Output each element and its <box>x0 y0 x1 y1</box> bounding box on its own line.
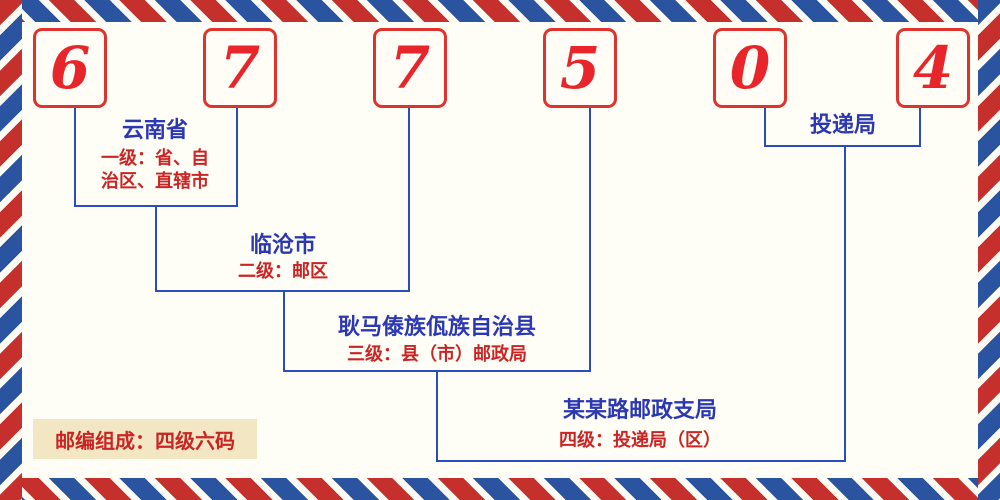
digit-box-2: 7 <box>203 28 277 108</box>
digit-1: 6 <box>49 34 91 102</box>
level1-desc-line1: 一级：省、自 <box>101 148 209 169</box>
connector-level2-drop <box>283 290 285 370</box>
airmail-border-left <box>0 0 22 500</box>
level2-city-label: 临沧市 <box>249 233 316 258</box>
connector-digit1-down <box>74 102 76 205</box>
digit-box-1: 6 <box>33 28 107 108</box>
connector-digit5-down <box>764 102 766 145</box>
digit-box-6: 4 <box>896 28 970 108</box>
digit-6: 4 <box>912 34 954 102</box>
level2-desc: 二级：邮区 <box>238 261 328 282</box>
connector-level4-drop <box>844 145 846 460</box>
digit-box-5: 0 <box>713 28 787 108</box>
connector-digit3-down <box>408 102 410 290</box>
digit-2: 7 <box>219 34 261 102</box>
connector-digit4-down <box>589 102 591 370</box>
postal-code-composition-note: 邮编组成：四级六码 <box>33 419 257 459</box>
level1-province-label: 云南省 <box>121 118 188 143</box>
airmail-border-bottom <box>0 478 1000 500</box>
digit-3: 7 <box>389 34 431 102</box>
connector-level2-bracket <box>155 290 410 292</box>
connector-level4-bottom-bracket <box>436 460 846 462</box>
level3-desc: 三级：县（市）邮政局 <box>347 344 527 365</box>
digit-5: 0 <box>729 34 771 102</box>
airmail-border-right <box>978 0 1000 500</box>
connector-digit2-down <box>236 102 238 205</box>
connector-level1-drop <box>155 205 157 290</box>
level4-desc: 四级：投递局（区） <box>559 430 721 451</box>
connector-digit6-down <box>919 102 921 145</box>
level4-branch-label: 某某路邮政支局 <box>562 398 717 423</box>
digit-4: 5 <box>559 34 601 102</box>
connector-level3-drop <box>436 370 438 460</box>
digit-box-3: 7 <box>373 28 447 108</box>
digit-box-4: 5 <box>543 28 617 108</box>
delivery-office-label: 投递局 <box>809 113 876 138</box>
airmail-border-top <box>0 0 1000 22</box>
connector-level4-top-bracket <box>764 145 921 147</box>
level1-desc-line2: 治区、直辖市 <box>101 171 209 192</box>
level3-county-label: 耿马傣族佤族自治县 <box>337 315 536 340</box>
composition-text: 邮编组成：四级六码 <box>55 428 235 453</box>
